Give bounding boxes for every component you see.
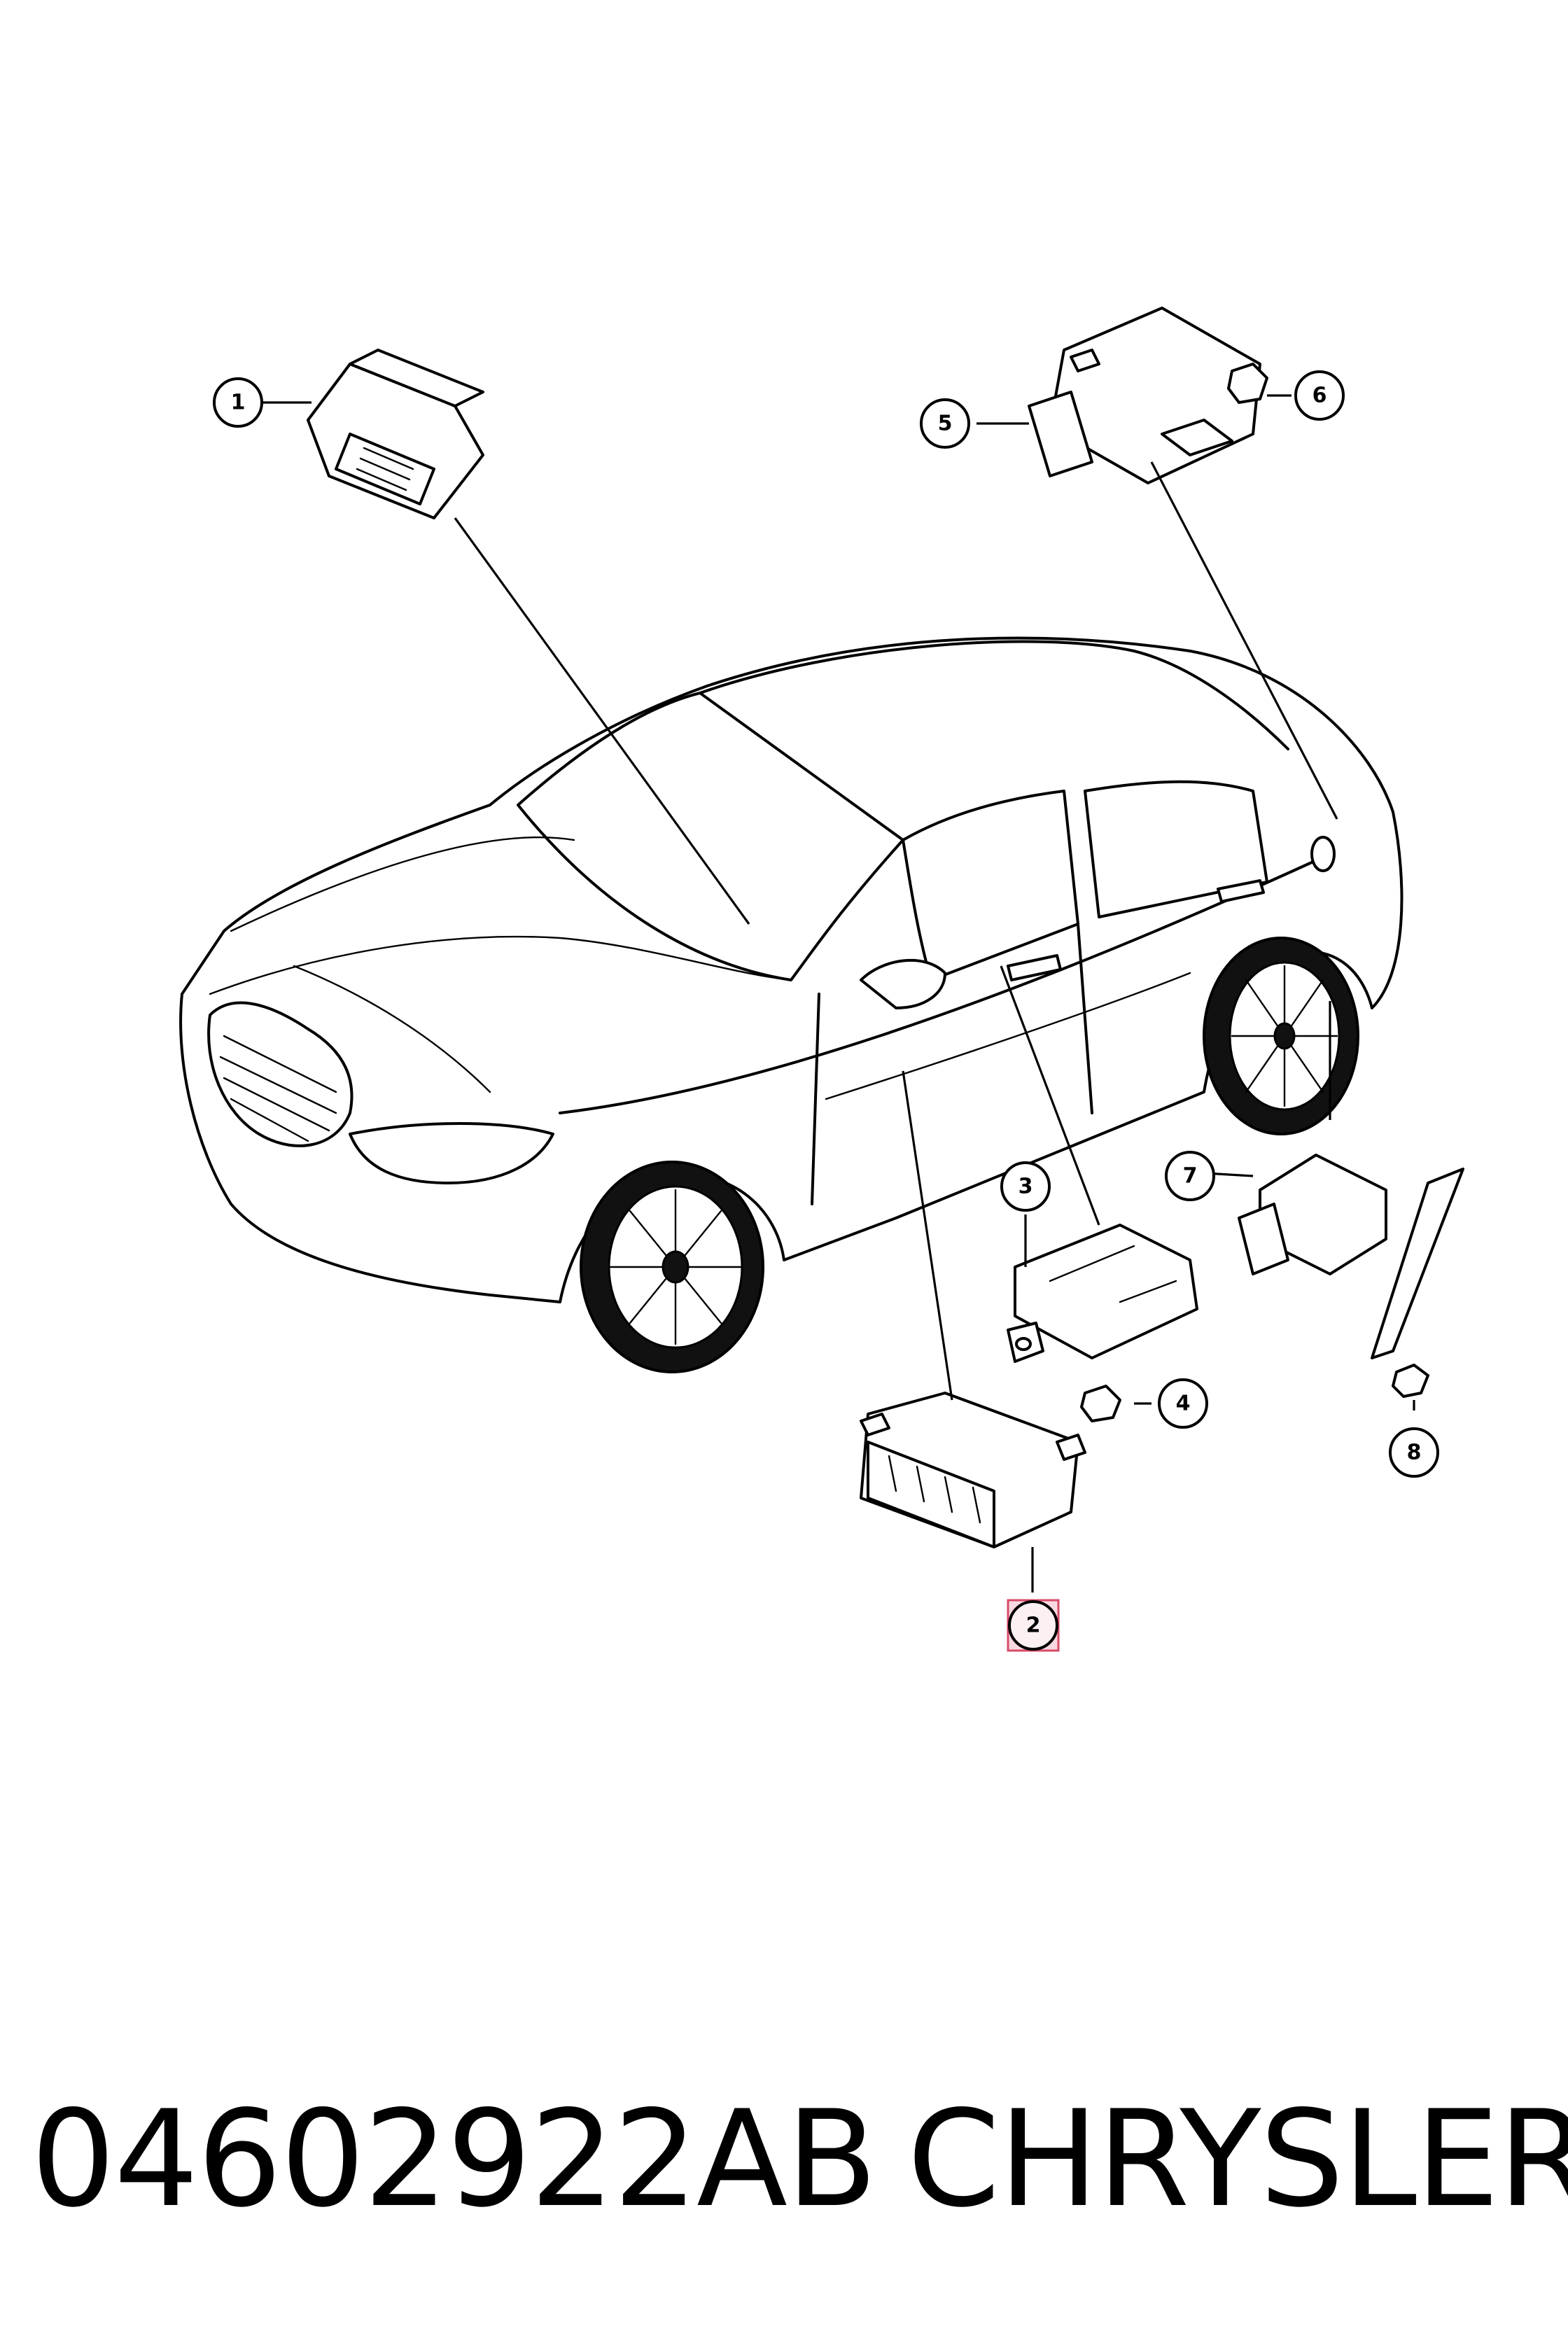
part-number: 04602922AB [31,2082,877,2236]
brand-name: CHRYSLER [907,2082,1568,2236]
callout-3: 3 [1000,1161,1051,1212]
callout-5: 5 [920,398,970,449]
svg-text:6: 6 [1312,384,1327,408]
svg-text:7: 7 [1183,1164,1198,1189]
part-8-bolt [1392,1364,1429,1398]
svg-text:8: 8 [1407,1441,1422,1465]
svg-text:2: 2 [1026,1614,1041,1638]
car-illustration [179,636,1404,1373]
part-1-module [307,349,484,519]
part-2-module [860,1392,1086,1548]
part-5-module [1028,307,1261,484]
callout-4: 4 [1158,1378,1208,1429]
callout-6: 6 [1294,370,1345,421]
part-6-nut [1227,363,1268,404]
callout-1: 1 [213,377,263,428]
svg-text:3: 3 [1018,1175,1033,1199]
callout-8: 8 [1389,1427,1439,1478]
part-4-nut [1080,1385,1121,1422]
leader-lines [259,394,1415,1592]
part-3-module [1007,1224,1198,1363]
svg-text:4: 4 [1176,1392,1191,1416]
svg-text:5: 5 [938,412,953,436]
callout-2: 2 [1007,1599,1060,1652]
part-7-module [1238,1154,1464,1359]
callout-7: 7 [1165,1151,1215,1201]
svg-text:1: 1 [231,391,246,415]
